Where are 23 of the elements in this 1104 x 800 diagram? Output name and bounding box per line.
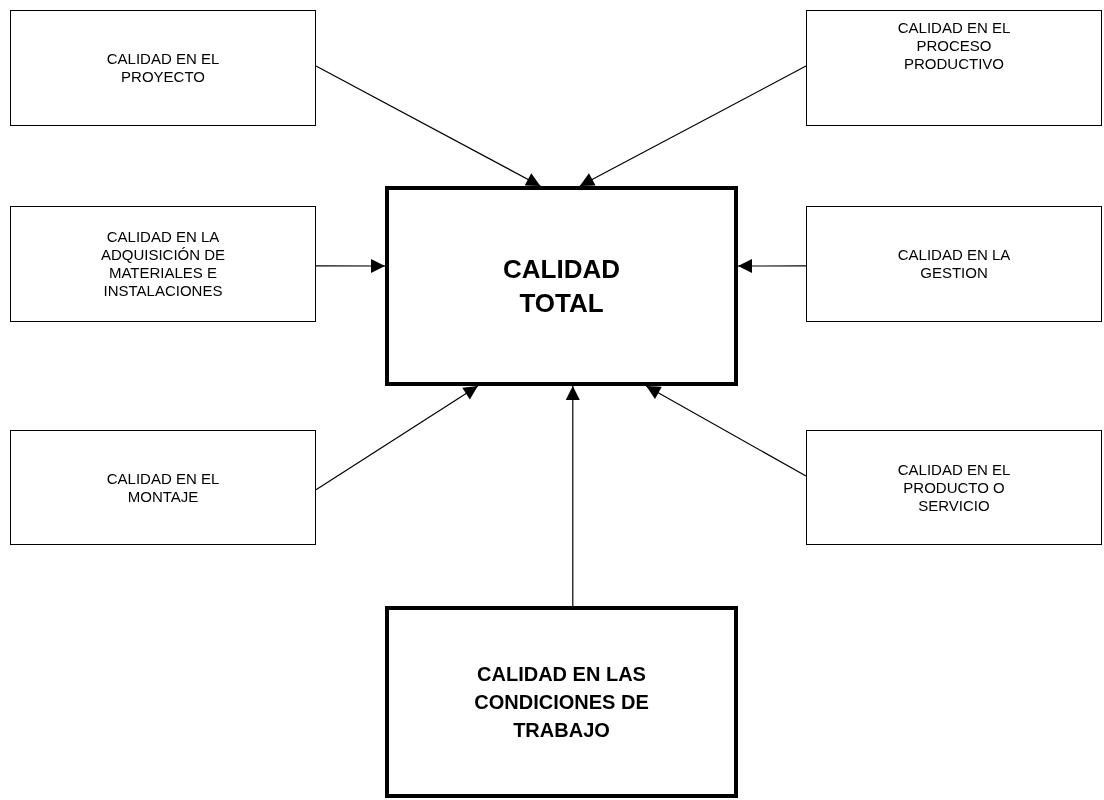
text-box: [10, 206, 316, 322]
arrow: [737, 259, 807, 273]
text-box: [806, 10, 1102, 126]
box-label: CALIDAD EN LA ADQUISICIÓN DE MATERIALES E INSTALACIONES: [99, 228, 227, 300]
box-label: CALIDAD EN LAS CONDICIONES DE TRABAJO: [473, 662, 650, 743]
arrow: [645, 385, 807, 477]
text-box: [385, 606, 738, 798]
box-label: CALIDAD EN EL PROYECTO: [105, 50, 221, 86]
text-box: [806, 430, 1102, 545]
text-box: [385, 186, 738, 386]
text-box: [806, 206, 1102, 322]
arrow: [579, 65, 807, 187]
text-box: [10, 10, 316, 126]
arrow: [315, 65, 541, 187]
arrow: [315, 385, 479, 491]
arrow: [565, 385, 580, 607]
box-label: CALIDAD EN LA GESTION: [896, 246, 1012, 282]
arrow: [315, 259, 386, 273]
box-label: CALIDAD EN EL PROCESO PRODUCTIVO: [896, 19, 1012, 73]
box-label: CALIDAD EN EL MONTAJE: [105, 469, 221, 506]
text-box: [10, 430, 316, 545]
box-label: CALIDAD EN EL PRODUCTO O SERVICIO: [896, 460, 1012, 515]
box-label: CALIDAD TOTAL: [502, 253, 621, 320]
